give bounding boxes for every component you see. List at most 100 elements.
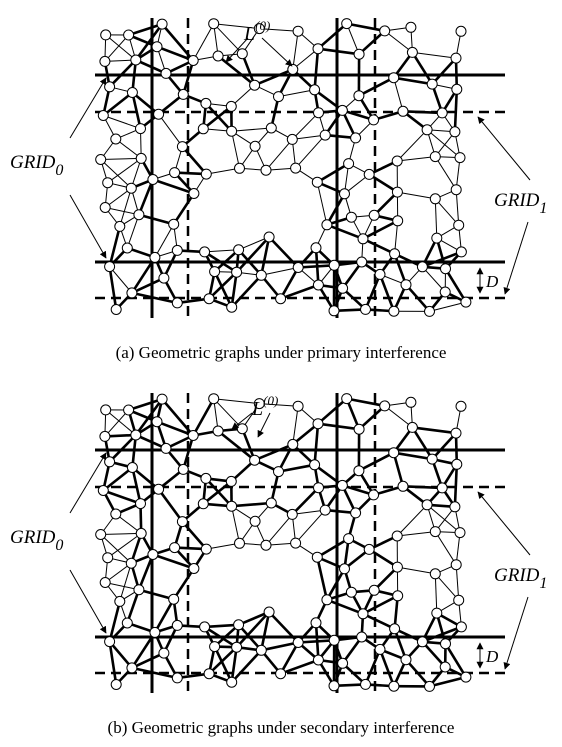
graph-node xyxy=(290,162,302,174)
link-edge xyxy=(291,112,319,140)
link-edge xyxy=(397,156,436,162)
graph-node xyxy=(99,202,111,213)
link-edge-interfering xyxy=(429,675,467,688)
annotations: GRID0 GRID1 L(0) D xyxy=(10,18,547,295)
graph-node xyxy=(130,429,142,441)
graph-node xyxy=(439,286,451,298)
graph-node xyxy=(287,63,299,75)
graph-node xyxy=(421,499,433,511)
grid1-arrow-top xyxy=(477,491,531,556)
graph-node xyxy=(171,672,183,684)
link-edge-interfering xyxy=(279,641,300,675)
link-edge-interfering xyxy=(128,397,163,412)
graph-node xyxy=(208,18,220,30)
graph-node xyxy=(156,18,168,30)
link-edge-interfering xyxy=(138,588,175,601)
graph-node xyxy=(389,248,401,260)
graph-node xyxy=(231,641,243,653)
graph-node xyxy=(374,643,386,655)
link-edge-interfering xyxy=(102,466,134,492)
graph-node xyxy=(158,272,170,284)
graph-node xyxy=(343,158,355,170)
link-edge-interfering xyxy=(316,537,350,559)
link-edge xyxy=(422,266,446,293)
graph-node xyxy=(100,404,112,416)
graph-node xyxy=(275,293,287,305)
graph-node xyxy=(312,654,324,666)
link-edge-interfering xyxy=(431,432,457,460)
link-edge xyxy=(265,139,293,171)
grid1-arrow-bottom xyxy=(503,596,529,670)
graph-node xyxy=(337,657,349,669)
graph-node xyxy=(121,617,133,629)
graph-node xyxy=(151,416,163,428)
grid0-arrow-bottom xyxy=(69,194,107,259)
graph-node xyxy=(97,485,109,496)
graph-node xyxy=(236,423,248,435)
link-edge-interfering xyxy=(108,641,118,685)
link-edge-interfering xyxy=(313,48,320,90)
link-edge-interfering xyxy=(313,423,320,465)
graph-node xyxy=(400,279,412,291)
link-edge-interfering xyxy=(182,60,195,95)
graph-node xyxy=(126,462,138,473)
link-edge-interfering xyxy=(157,488,184,523)
graph-node xyxy=(110,508,122,520)
graph-node xyxy=(328,305,340,317)
link-edge-interfering xyxy=(208,271,238,300)
graph-node xyxy=(275,668,287,680)
l0-label: L(0) xyxy=(243,18,270,45)
graph-node xyxy=(236,48,248,60)
link-edge xyxy=(346,23,360,55)
link-edge xyxy=(393,77,404,112)
link-edge-interfering xyxy=(230,649,263,684)
graph-node xyxy=(310,617,322,629)
graph-node xyxy=(197,123,209,135)
graph-node xyxy=(368,114,380,126)
graph-node xyxy=(357,608,369,620)
link-edge-interfering xyxy=(362,237,396,255)
graph-node xyxy=(421,124,433,136)
graph-node xyxy=(353,465,365,477)
graph-node xyxy=(405,396,417,408)
graph-node xyxy=(341,393,353,405)
link-edge xyxy=(231,127,272,132)
link-edge-interfering xyxy=(181,145,208,175)
graph-node xyxy=(431,232,443,244)
link-edge-interfering xyxy=(393,76,433,86)
graph-node xyxy=(439,661,451,673)
link-edge xyxy=(397,566,436,575)
link-edge xyxy=(105,582,140,591)
graph-node xyxy=(149,626,161,638)
graph-node xyxy=(391,530,403,542)
link-edge xyxy=(434,573,438,614)
link-edge xyxy=(107,532,142,559)
link-edge-interfering xyxy=(260,611,271,651)
graph-node xyxy=(123,404,135,416)
graph-node xyxy=(455,400,467,412)
link-edge-interfering xyxy=(368,173,399,194)
link-edge-interfering xyxy=(241,428,256,461)
graph-node xyxy=(436,107,448,119)
link-edge-interfering xyxy=(182,435,195,470)
graph-node xyxy=(450,52,462,64)
graph-node xyxy=(260,539,272,551)
graph-node xyxy=(292,637,304,648)
link-edge-interfering xyxy=(317,47,360,56)
link-edge-interfering xyxy=(358,76,395,97)
graph-node xyxy=(353,90,365,102)
graph-node xyxy=(388,680,400,692)
graph-node xyxy=(426,453,438,465)
link-edge xyxy=(126,214,140,249)
graph-node xyxy=(226,125,238,137)
link-edge xyxy=(265,514,293,546)
link-edge-interfering xyxy=(421,250,462,269)
link-edge-interfering xyxy=(131,291,178,305)
graph-node xyxy=(168,593,180,605)
link-edge xyxy=(105,34,137,61)
graph-node xyxy=(328,680,340,692)
link-edge-interfering xyxy=(279,266,300,300)
link-edge-interfering xyxy=(316,556,329,601)
graph-node xyxy=(226,500,238,512)
link-edge-interfering xyxy=(314,247,320,286)
